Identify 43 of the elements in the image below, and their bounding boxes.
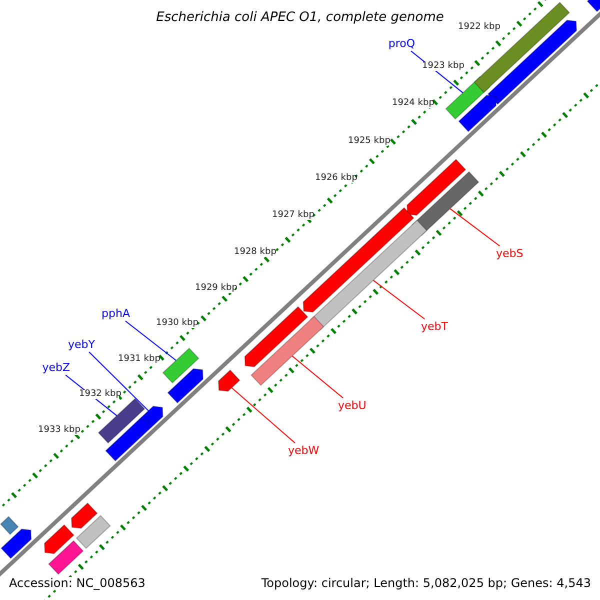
scale-label: 1929 kbp: [195, 284, 235, 293]
footer-text: Accession: NC_008563: [9, 577, 146, 589]
gene-feature: [0, 528, 32, 560]
scale-label: 1926 kbp: [315, 174, 355, 183]
gene-feature: [406, 158, 466, 216]
leader-line: [231, 387, 296, 444]
scale-label: 1932 kbp: [79, 390, 119, 399]
gene-feature: [218, 369, 240, 392]
leader-line: [124, 320, 176, 361]
gene-feature: [162, 348, 200, 384]
gene-label: yebS: [496, 248, 524, 259]
scale-label: 1924 kbp: [392, 99, 432, 108]
gene-label: yebU: [338, 400, 366, 411]
gene-feature: [586, 0, 600, 12]
leader-line: [88, 352, 149, 412]
title: Escherichia coli APEC O1, complete genome: [155, 11, 445, 24]
scale-label: 1928 kbp: [234, 248, 274, 257]
gene-feature: [167, 368, 204, 404]
leader-line: [450, 208, 500, 246]
gene-feature: [105, 418, 150, 462]
gene-feature: [458, 94, 497, 132]
footer-text: Topology: circular; Length: 5,082,025 bp; Genes: 4,543: [261, 577, 591, 589]
gene-label: yebY: [68, 339, 95, 350]
gene-label: yebT: [421, 321, 448, 332]
gene-feature: [244, 306, 308, 368]
scale-label: 1930 kbp: [156, 319, 196, 328]
gene-label: proQ: [388, 38, 415, 49]
gene-feature: [71, 502, 98, 529]
gene-feature: [0, 516, 19, 536]
scale-label: 1923 kbp: [422, 62, 462, 71]
scale-label: 1931 kbp: [118, 355, 158, 364]
gene-label: yebW: [288, 445, 320, 456]
gene-label: pphA: [102, 308, 130, 319]
scale-label: 1925 kbp: [348, 137, 388, 146]
gene-label: yebZ: [42, 362, 70, 373]
gene-feature: [48, 540, 84, 575]
scale-label: 1922 kbp: [458, 23, 498, 32]
gene-feature: [98, 398, 146, 444]
gene-feature: [250, 316, 324, 386]
gene-feature: [44, 524, 74, 554]
scale-label: 1933 kbp: [38, 426, 78, 435]
gene-feature: [76, 514, 111, 549]
scale-label: 1927 kbp: [272, 211, 312, 220]
